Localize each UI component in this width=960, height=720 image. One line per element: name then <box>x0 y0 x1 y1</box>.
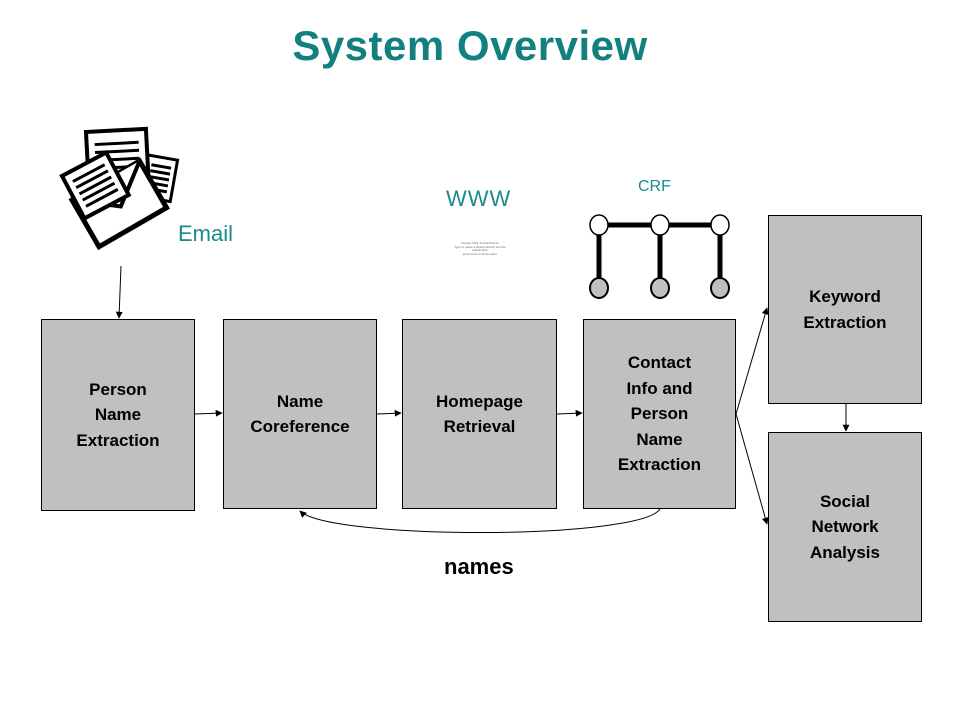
connector-arrows <box>115 265 850 533</box>
social-network-analysis-box: Social Network Analysis <box>768 432 922 622</box>
contact-info-extraction-box: Contact Info and Person Name Extraction <box>583 319 736 509</box>
name-coreference-box: Name Coreference <box>223 319 377 509</box>
arrow-contact-to-keyword <box>735 307 769 415</box>
contact-info-extraction-label: Contact Info and Person Name Extraction <box>617 353 702 475</box>
person-name-extraction-label: Person Name Extraction <box>76 379 160 450</box>
homepage-retrieval-box: Homepage Retrieval <box>402 319 557 509</box>
person-name-extraction-box: Person Name Extraction <box>41 319 195 511</box>
arrow-email-to-person-extraction <box>115 265 123 319</box>
picture-placeholder-text: Double-Click To Add Picture Type or past… <box>454 241 506 256</box>
social-network-analysis-label: Social Network Analysis <box>810 491 880 562</box>
arrow-contact-to-social <box>735 413 769 525</box>
names-label: names <box>444 554 514 579</box>
arrow-names-feedback <box>299 508 661 533</box>
arrow-homepage-to-contact <box>556 409 583 417</box>
page-title: System Overview <box>292 22 648 69</box>
keyword-extraction-label: Keyword Extraction <box>803 287 887 332</box>
name-coreference-label: Name Coreference <box>250 391 350 437</box>
crf-label: CRF <box>638 178 671 195</box>
crf-chain-graph-icon <box>589 214 730 299</box>
arrow-person-to-coreference <box>194 409 223 417</box>
www-label: WWW <box>446 186 512 211</box>
homepage-retrieval-label: Homepage Retrieval <box>436 391 523 437</box>
documents-envelope-icon <box>59 126 180 251</box>
email-label: Email <box>178 221 234 246</box>
arrow-coreference-to-homepage <box>376 409 402 417</box>
keyword-extraction-box: Keyword Extraction <box>768 215 922 404</box>
